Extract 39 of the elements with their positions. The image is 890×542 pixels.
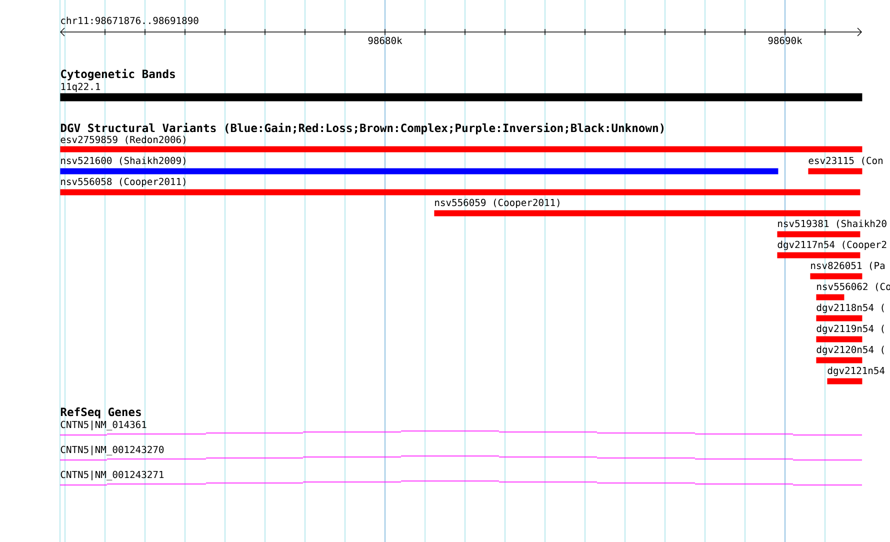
variant-bar [816, 294, 844, 300]
track-heading: Cytogenetic Bands [61, 68, 175, 80]
track-label: esv23115 (Con [808, 156, 882, 166]
track-label: 11q22.1 [61, 82, 100, 92]
track-label: dgv2119n54 ( [816, 324, 884, 334]
variant-bar [60, 146, 862, 152]
track-label: nsv556058 (Cooper2011) [61, 178, 186, 187]
track-label: dgv2118n54 ( [816, 304, 884, 314]
track-label: nsv556059 (Cooper2011) [435, 198, 560, 208]
track-label: nsv519381 (Shaikh20 [778, 220, 886, 228]
gene-line [60, 430, 862, 436]
variant-bar [816, 315, 862, 322]
gene-line [60, 456, 862, 460]
track-label: dgv2121n54 [828, 366, 885, 376]
variant-bar [816, 357, 862, 364]
variant-bar [60, 168, 778, 174]
track-label: nsv521600 (Shaikh2009) [61, 156, 186, 166]
variant-bar [810, 273, 862, 280]
track-label: CNTN5|NM_014361 [60, 420, 146, 430]
tick-label: 98680k [368, 36, 402, 44]
variant-bar [827, 378, 862, 384]
variant-bar [777, 252, 860, 258]
variant-bar [777, 231, 860, 238]
variant-bar [60, 189, 860, 196]
track-label: dgv2120n54 ( [816, 346, 884, 356]
track-label: CNTN5|NM_001243270 [60, 446, 164, 456]
track-label: nsv826051 (Pa [811, 262, 885, 270]
track-label: dgv2117n54 (Cooper2 [778, 240, 886, 250]
region-label: chr11:98671876..98691890 [61, 16, 198, 24]
tick-label: 98690k [768, 36, 802, 44]
variant-bar [60, 93, 862, 102]
track-label: CNTN5|NM_001243271 [60, 470, 164, 480]
variant-bar [816, 336, 862, 342]
gene-line [60, 480, 862, 486]
track-heading: RefSeq Genes [60, 407, 141, 418]
variant-bar [808, 168, 862, 174]
track-heading: DGV Structural Variants (Blue:Gain;Red:Loss;Brown:Complex;Purple:Inversion;Black:Unknown) [60, 122, 664, 134]
variant-bar [434, 210, 860, 216]
track-label: esv2759859 (Redon2006) [60, 136, 186, 144]
